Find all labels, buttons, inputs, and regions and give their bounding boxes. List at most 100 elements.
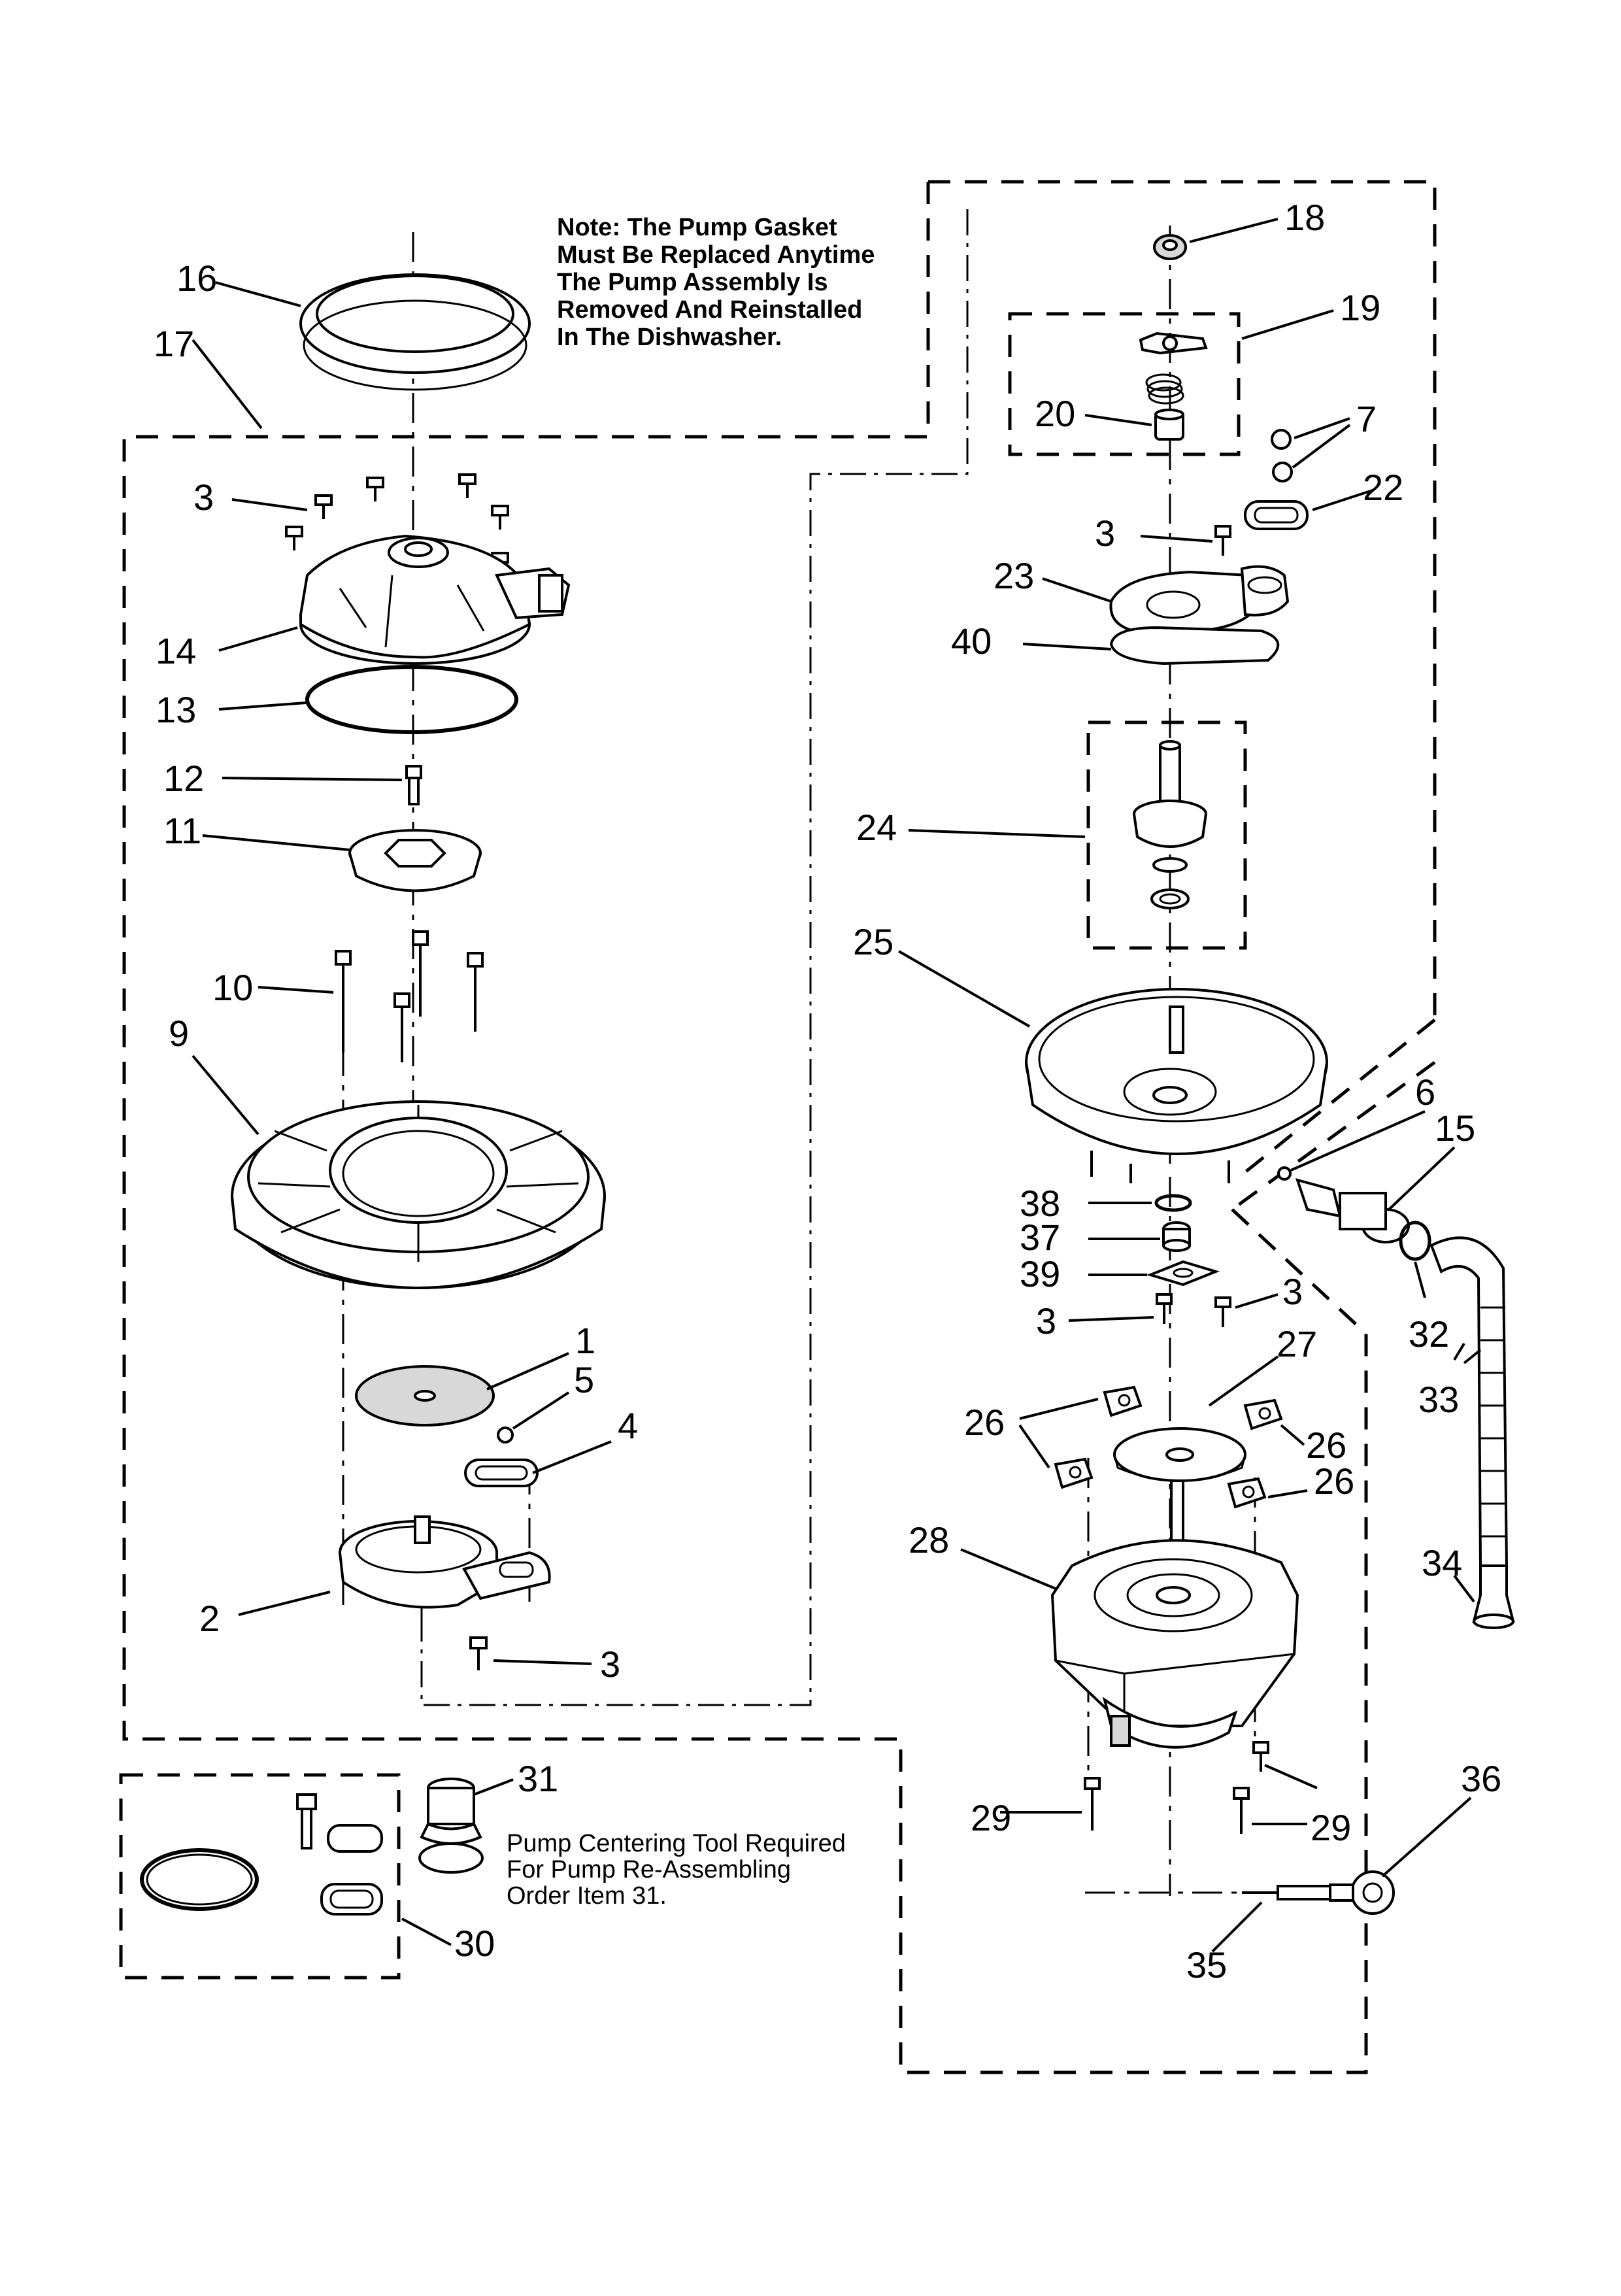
part-11-impeller (348, 829, 482, 892)
part-16-pump-gasket (299, 273, 531, 391)
callout-16: 16 (176, 258, 217, 299)
note-line: The Pump Assembly Is (557, 269, 828, 296)
callout-25: 25 (853, 921, 894, 962)
part-25-pump-housing (1025, 988, 1328, 1183)
part-15-valve (1295, 1178, 1410, 1243)
part-24-shaft-gear (1133, 740, 1207, 909)
callout-3-mid-right: 3 (1282, 1271, 1303, 1312)
centering-tool-note: Pump Centering Tool Required For Pump Re… (507, 1830, 846, 1910)
group-borders (119, 180, 1437, 2074)
part-31-centering-tool (418, 1778, 484, 1874)
callout-labels: 16 17 3 14 13 12 11 10 9 1 5 4 2 3 31 30… (154, 197, 1501, 1985)
part-32-clamp (1399, 1221, 1431, 1261)
callout-39: 39 (1020, 1253, 1060, 1294)
callout-3-top-right: 3 (1095, 513, 1115, 554)
part-39-plate (1146, 1260, 1220, 1287)
part-27-disk (1113, 1427, 1246, 1482)
callout-11: 11 (163, 810, 201, 851)
callout-26-right-top: 26 (1306, 1425, 1346, 1466)
part-18-bearing (1153, 234, 1187, 260)
callout-18: 18 (1284, 197, 1325, 238)
callout-32: 32 (1409, 1313, 1449, 1355)
callout-6: 6 (1415, 1072, 1435, 1113)
part-40-gasket (1109, 626, 1280, 666)
callout-22: 22 (1363, 467, 1403, 508)
part-5-ball (497, 1427, 514, 1443)
callout-31: 31 (518, 1758, 558, 1799)
part-2-housing (339, 1515, 551, 1609)
callout-17: 17 (154, 323, 194, 364)
right-group-diagonal-a (1234, 1019, 1436, 1181)
right-group-border (928, 180, 1437, 1020)
callout-38: 38 (1020, 1183, 1060, 1224)
group-17-border (122, 182, 1368, 2074)
right-group-diagonal-b (1231, 1060, 1436, 1211)
callout-12: 12 (163, 758, 204, 799)
note-line: Order Item 31. (507, 1882, 667, 1910)
part-10-bolts (335, 930, 484, 1062)
callout-3-mid-left: 3 (1036, 1300, 1056, 1342)
part-3-screw-bottom (469, 1636, 488, 1670)
note-line: Note: The Pump Gasket (557, 214, 837, 241)
part-12-screw (405, 765, 422, 805)
note-line: Pump Centering Tool Required (507, 1830, 846, 1857)
callout-10: 10 (212, 967, 253, 1008)
part-3-screw-right-top (1214, 525, 1231, 556)
callout-5: 5 (574, 1359, 594, 1400)
callout-3-top-left: 3 (193, 477, 214, 518)
callout-3-bottom-left: 3 (600, 1644, 620, 1685)
part-9-pump-base (231, 1100, 606, 1289)
note-line: Must Be Replaced Anytime (557, 241, 875, 269)
callout-37: 37 (1020, 1217, 1060, 1258)
part-37-seal (1162, 1221, 1191, 1252)
callout-7: 7 (1356, 398, 1377, 439)
part-20-cap (1154, 409, 1184, 441)
part-23-cover (1109, 565, 1290, 632)
part-22-seal (1244, 500, 1309, 530)
callout-15: 15 (1435, 1107, 1475, 1149)
callout-14: 14 (156, 630, 196, 671)
part-3-screws-mid-right (1156, 1293, 1231, 1327)
part-3-screws-top (285, 473, 509, 577)
callout-33: 33 (1418, 1379, 1459, 1420)
part-19-lever-assembly (1139, 331, 1208, 405)
callout-29-left: 29 (971, 1797, 1011, 1838)
callout-20: 20 (1035, 393, 1075, 434)
part-35-probe (1242, 1885, 1331, 1900)
part-33-drain-hose (1429, 1236, 1509, 1567)
group-30-border (119, 1773, 401, 1980)
callout-4: 4 (618, 1405, 638, 1446)
callout-26-left: 26 (964, 1402, 1005, 1443)
callout-19: 19 (1340, 287, 1380, 328)
callout-9: 9 (169, 1013, 189, 1054)
note-line: For Pump Re-Assembling (507, 1856, 791, 1883)
part-29-screws (1084, 1741, 1269, 1834)
part-30-gasket-kit (140, 1793, 383, 1916)
group-connector-line (420, 209, 969, 1706)
callout-30: 30 (454, 1923, 495, 1964)
group-24-border (1086, 720, 1247, 950)
callout-29-right: 29 (1311, 1807, 1351, 1848)
callout-2: 2 (199, 1598, 220, 1639)
callout-35: 35 (1186, 1944, 1227, 1985)
callout-36: 36 (1461, 1758, 1501, 1799)
part-34-end-cap (1472, 1564, 1515, 1629)
part-38-o-ring (1154, 1194, 1192, 1212)
pump-gasket-note: Note: The Pump Gasket Must Be Replaced A… (557, 214, 875, 351)
note-line: Removed And Reinstalled (557, 296, 862, 324)
part-4-seal (464, 1459, 539, 1487)
part-26-retainers (1054, 1385, 1283, 1509)
part-14-pump-housing (299, 534, 571, 665)
right-lower-border (1231, 1208, 1368, 1732)
callout-40: 40 (951, 620, 992, 662)
part-1-filter-screen (355, 1365, 495, 1427)
callout-26-right: 26 (1314, 1460, 1354, 1502)
part-36-knob (1329, 1870, 1395, 1915)
leader-lines (192, 218, 1482, 1953)
callout-34: 34 (1422, 1542, 1462, 1583)
part-13-o-ring (305, 665, 518, 734)
group-19-border (1008, 312, 1241, 456)
part-6-ball (1277, 1166, 1292, 1181)
